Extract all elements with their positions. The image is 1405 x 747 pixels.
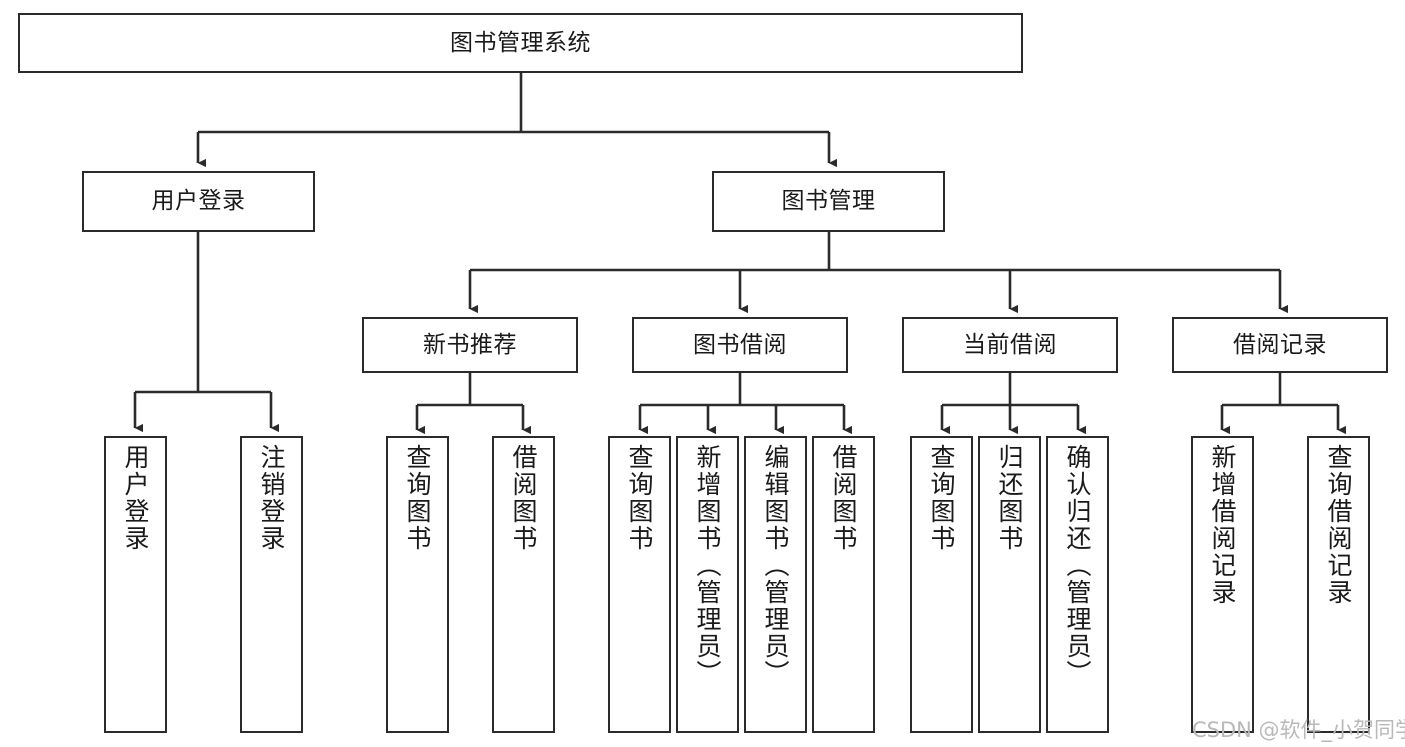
node-label: 用户登录 — [121, 444, 150, 552]
node-label: 图书借阅 — [693, 331, 787, 358]
node-user-login[interactable]: 用户登录 — [82, 171, 315, 232]
leaf-borrow-query-book[interactable]: 查询图书 — [608, 436, 671, 733]
node-label: 确认归还（管理员） — [1063, 444, 1092, 687]
node-label: 新增借阅记录 — [1208, 444, 1237, 606]
leaf-borrow-edit-book-admin[interactable]: 编辑图书（管理员） — [744, 436, 807, 733]
leaf-current-return-book[interactable]: 归还图书 — [978, 436, 1041, 733]
leaf-recommend-borrow-book[interactable]: 借阅图书 — [492, 436, 555, 733]
leaf-record-query-record[interactable]: 查询借阅记录 — [1307, 436, 1370, 733]
node-label: 编辑图书（管理员） — [761, 444, 790, 687]
leaf-user-login-login[interactable]: 用户登录 — [104, 436, 167, 733]
node-book-management[interactable]: 图书管理 — [712, 171, 945, 232]
leaf-recommend-query-book[interactable]: 查询图书 — [386, 436, 449, 733]
leaf-current-query-book[interactable]: 查询图书 — [910, 436, 973, 733]
edge-group-root — [133, 73, 1347, 435]
node-label: 查询借阅记录 — [1324, 444, 1353, 606]
node-root-system[interactable]: 图书管理系统 — [18, 13, 1023, 73]
node-new-book-recommend[interactable]: 新书推荐 — [362, 317, 578, 373]
node-label: 图书管理 — [781, 188, 876, 215]
leaf-user-login-logout[interactable]: 注销登录 — [240, 436, 303, 733]
node-current-borrow[interactable]: 当前借阅 — [902, 317, 1118, 373]
node-label: 归还图书 — [995, 444, 1024, 552]
node-book-borrow[interactable]: 图书借阅 — [632, 317, 848, 373]
node-borrow-record[interactable]: 借阅记录 — [1172, 317, 1388, 373]
node-label: 图书管理系统 — [450, 29, 591, 56]
node-label: 查询图书 — [403, 444, 432, 552]
leaf-record-add-record[interactable]: 新增借阅记录 — [1191, 436, 1254, 733]
node-label: 借阅图书 — [829, 444, 858, 552]
node-label: 注销登录 — [257, 444, 286, 552]
node-label: 借阅图书 — [509, 444, 538, 552]
node-label: 新书推荐 — [423, 331, 517, 358]
node-label: 新增图书（管理员） — [693, 444, 722, 687]
node-label: 借阅记录 — [1233, 331, 1327, 358]
leaf-borrow-add-book-admin[interactable]: 新增图书（管理员） — [676, 436, 739, 733]
node-label: 当前借阅 — [963, 331, 1057, 358]
leaf-borrow-borrow-book[interactable]: 借阅图书 — [812, 436, 875, 733]
node-label: 查询图书 — [927, 444, 956, 552]
node-label: 用户登录 — [151, 188, 246, 215]
leaf-current-confirm-return-admin[interactable]: 确认归还（管理员） — [1046, 436, 1109, 733]
node-label: 查询图书 — [625, 444, 654, 552]
